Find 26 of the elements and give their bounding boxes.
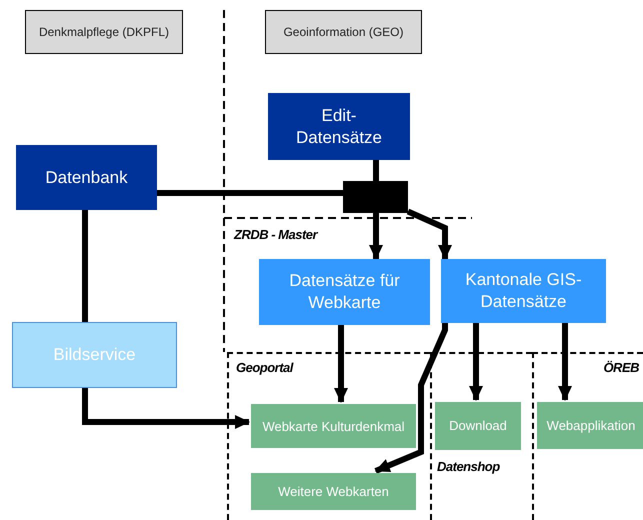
region-label: ÖREB (603, 359, 639, 377)
arrow (558, 323, 572, 401)
process-box (343, 181, 408, 213)
process-box: Datensätze für Webkarte (259, 259, 430, 325)
process-box: Weitere Webkarten (251, 473, 416, 510)
process-box: Download (435, 402, 521, 450)
region-label: Datenshop (437, 458, 500, 476)
region-label: ZRDB - Master (234, 226, 318, 244)
process-box: Webkarte Kulturdenkmal (251, 404, 416, 448)
process-box: Webapplikation (537, 402, 643, 449)
region-label: Geoportal (236, 359, 293, 377)
region-frame (532, 352, 643, 520)
process-box: Datenbank (16, 145, 157, 210)
header-box: Geoinformation (GEO) (265, 10, 422, 54)
arrow (369, 213, 383, 260)
arrow (406, 208, 452, 260)
region-frame (227, 352, 430, 520)
arrow (374, 323, 448, 474)
arrow (469, 323, 483, 401)
process-box: Edit-Datensätze (268, 93, 410, 160)
arrow (334, 325, 348, 403)
arrow (82, 388, 250, 429)
region-frame (430, 352, 532, 520)
header-box: Denkmalpflege (DKPFL) (25, 10, 183, 54)
process-box: Bildservice (12, 322, 177, 388)
process-box: Kantonale GIS-Datensätze (441, 259, 606, 323)
